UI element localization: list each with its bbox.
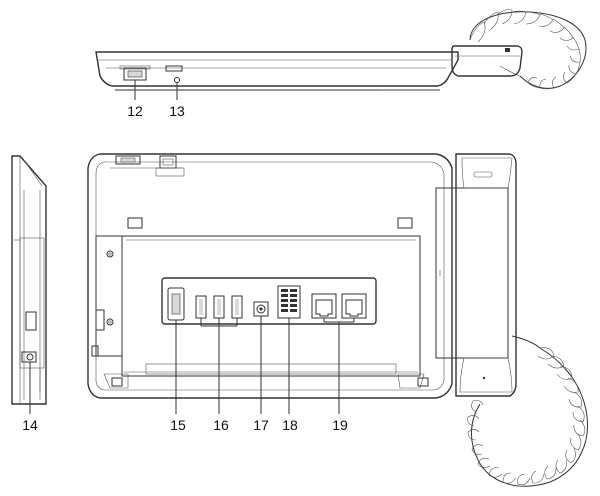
side-view [11, 155, 47, 405]
callout-leaders [29, 80, 355, 414]
top-view [95, 9, 587, 91]
callout-16: 16 [213, 417, 229, 433]
rear-view [87, 153, 588, 487]
callout-18: 18 [282, 417, 298, 433]
callout-14: 14 [22, 417, 38, 433]
callout-15: 15 [170, 417, 186, 433]
callout-17: 17 [253, 417, 269, 433]
callout-labels: 12 13 14 15 16 17 18 19 [22, 103, 348, 433]
callout-13: 13 [169, 103, 185, 119]
callout-19: 19 [332, 417, 348, 433]
callout-12: 12 [127, 103, 143, 119]
